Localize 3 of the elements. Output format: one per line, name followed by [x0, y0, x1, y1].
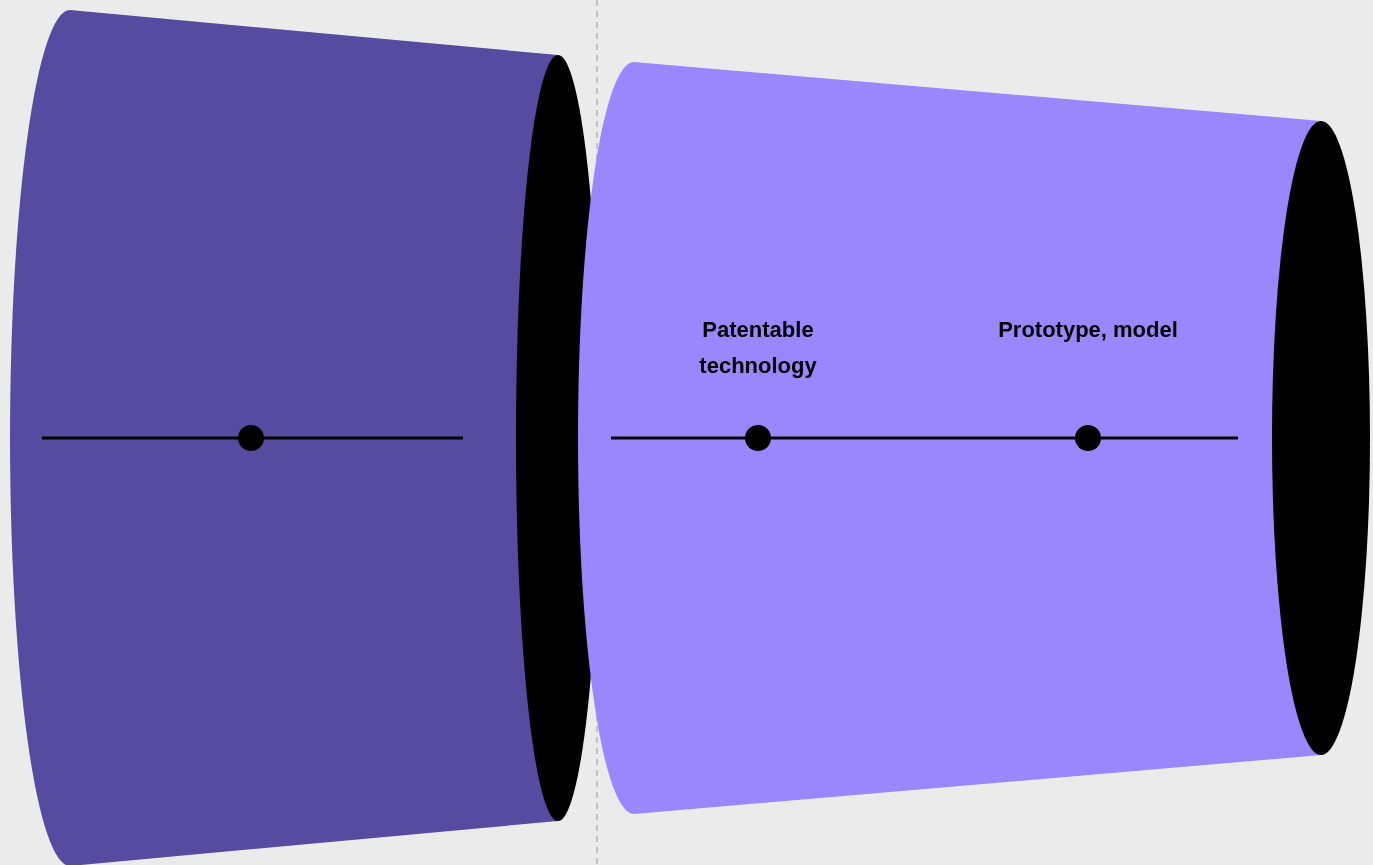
- milestone-label: Patentable technology: [698, 316, 818, 380]
- timeline-line: [771, 436, 1075, 440]
- milestone-label: Prototype, model: [997, 316, 1179, 344]
